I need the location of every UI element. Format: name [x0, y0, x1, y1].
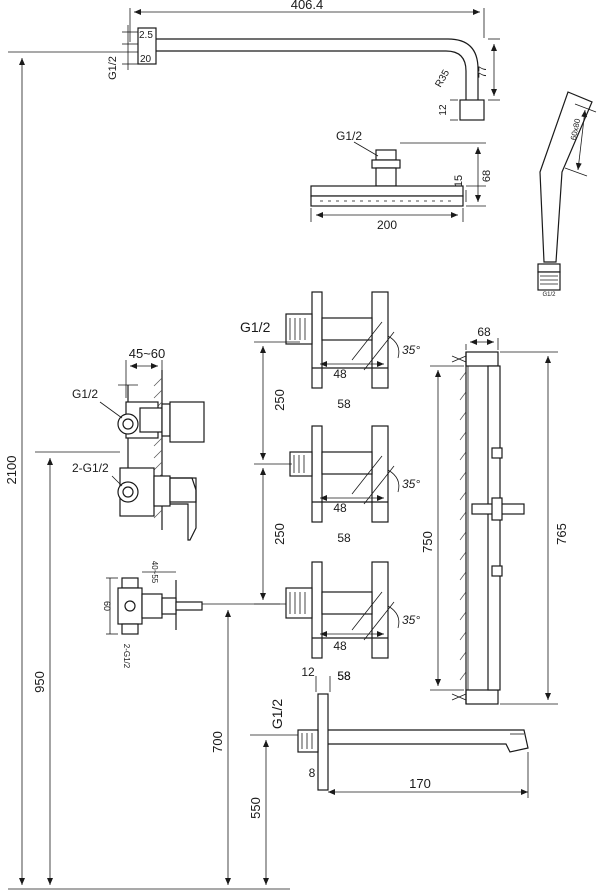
dim-arm-length: 406.4	[291, 0, 324, 12]
shower-head: G1/2 68 15 200	[310, 129, 493, 232]
bath-spout: 12 58 8 170 G1/2	[269, 665, 529, 798]
dim-jet1-width: 48	[333, 367, 347, 381]
body-jet-1: 48 58 35° G1/2	[240, 291, 420, 411]
slide-rail: 68 750 765	[420, 325, 569, 705]
dim-jet-spacing-2: 250	[272, 523, 287, 545]
label-hand-shower-thread: G1/2	[542, 292, 556, 298]
dim-body-height: 60	[102, 601, 112, 611]
dim-arm-flange-thickness: 2.5	[139, 30, 153, 41]
label-mixer-outlets: 2-G1/2	[72, 461, 109, 475]
dim-rail-width: 68	[477, 325, 491, 339]
dim-arm-radius: R35	[433, 68, 452, 90]
mixer-valve: 45~60 G1/2 2-G1/2	[72, 346, 205, 541]
dim-jet2-angle: 35°	[402, 477, 420, 491]
label-arm-thread: G1/2	[107, 56, 119, 80]
dim-arm-nut: 12	[438, 104, 449, 116]
dim-jet3-width: 48	[333, 639, 347, 653]
body-jet-2: 48 58 35°	[289, 425, 420, 545]
dim-head-plate: 15	[453, 175, 465, 187]
label-head-thread: G1/2	[336, 129, 362, 143]
height-dimensions: 2100 950 700 550	[4, 51, 300, 890]
dim-head-height: 68	[481, 170, 493, 182]
label-body-thread: 2-G1/2	[122, 644, 131, 669]
body-jet-3: 48 58 35°	[285, 561, 420, 683]
rail-wall-hatching	[459, 371, 467, 681]
dim-total-height: 2100	[4, 456, 19, 485]
dim-spout-top: 58	[337, 669, 351, 683]
body-jets: 48 58 35° G1/2 48 58 35°	[240, 291, 420, 683]
shower-arm: 406.4 2.5 20 G1/2 R35 77 12	[107, 0, 500, 121]
dim-jet1-outer: 58	[337, 397, 351, 411]
dim-spout-length: 170	[409, 776, 431, 791]
dim-rail-inner: 750	[420, 531, 435, 553]
dim-spout-flange: 12	[301, 665, 315, 679]
dim-jet-spacing-1: 250	[272, 389, 287, 411]
label-mixer-inlet: G1/2	[72, 387, 98, 401]
dim-head-width: 200	[377, 218, 397, 232]
dim-jet3-outer: 58	[337, 669, 351, 683]
dim-arm-flange-depth: 20	[140, 54, 152, 65]
dim-spout-height: 550	[248, 797, 263, 819]
dim-jet1-angle: 35°	[402, 343, 420, 357]
dim-jet-height: 700	[210, 731, 225, 753]
dim-body-depth: 40~55	[150, 561, 159, 584]
dim-mixer-depth: 45~60	[129, 346, 166, 361]
dim-jet2-width: 48	[333, 501, 347, 515]
dim-rail-outer: 765	[554, 523, 569, 545]
label-spout-thread: G1/2	[269, 699, 285, 730]
dim-jet3-angle: 35°	[402, 613, 420, 627]
hand-shower: 60x80 G1/2	[537, 91, 597, 298]
valve-body: 60 40~55 2-G1/2	[102, 561, 280, 669]
label-jet-thread: G1/2	[240, 319, 271, 335]
dim-jet2-outer: 58	[337, 531, 351, 545]
dim-arm-drop: 77	[477, 66, 489, 78]
dim-mixer-height: 950	[32, 671, 47, 693]
dim-spout-offset: 8	[309, 766, 316, 780]
